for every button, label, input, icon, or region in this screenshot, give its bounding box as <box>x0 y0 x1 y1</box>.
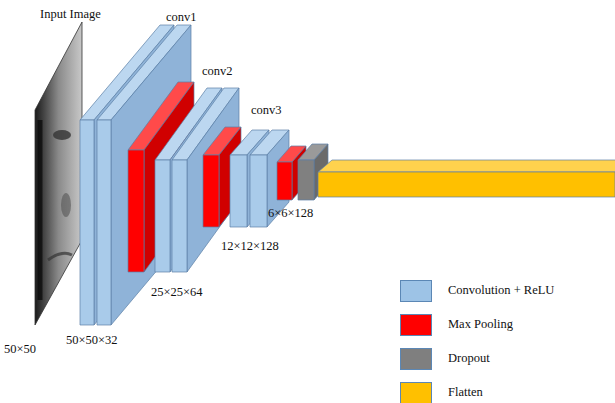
legend-swatch <box>400 382 432 403</box>
layer-top <box>318 160 615 172</box>
layer-front <box>298 160 314 200</box>
layer-front <box>318 172 615 197</box>
legend-text: Convolution + ReLU <box>448 284 554 298</box>
legend-text: Flatten <box>448 386 483 400</box>
dimension-label: 50×50×32 <box>66 334 118 348</box>
layer-side <box>144 82 194 272</box>
dimension-label: 12×12×128 <box>221 240 279 254</box>
layer-front <box>230 155 247 227</box>
dimension-label: 50×50 <box>4 343 36 357</box>
legend-text: Max Pooling <box>448 318 513 332</box>
layer-front <box>155 160 170 272</box>
legend-swatch <box>400 314 432 336</box>
legend-text: Dropout <box>448 352 490 366</box>
layer-front <box>80 120 94 325</box>
dimension-label: 6×6×128 <box>268 207 313 221</box>
layer-front <box>250 155 267 227</box>
image-label: Input Image <box>40 8 101 22</box>
layer-front <box>128 150 144 272</box>
legend-swatch <box>400 348 432 370</box>
layer-front <box>97 120 111 325</box>
layer-front <box>277 162 292 200</box>
layer-front <box>172 160 187 272</box>
layer-label: conv2 <box>202 65 233 79</box>
layer-label: conv3 <box>251 104 282 118</box>
layer-label: conv1 <box>166 11 197 25</box>
layer-front <box>203 155 219 227</box>
input-image <box>35 22 82 325</box>
dimension-label: 25×25×64 <box>151 286 203 300</box>
legend-swatch <box>400 280 432 302</box>
